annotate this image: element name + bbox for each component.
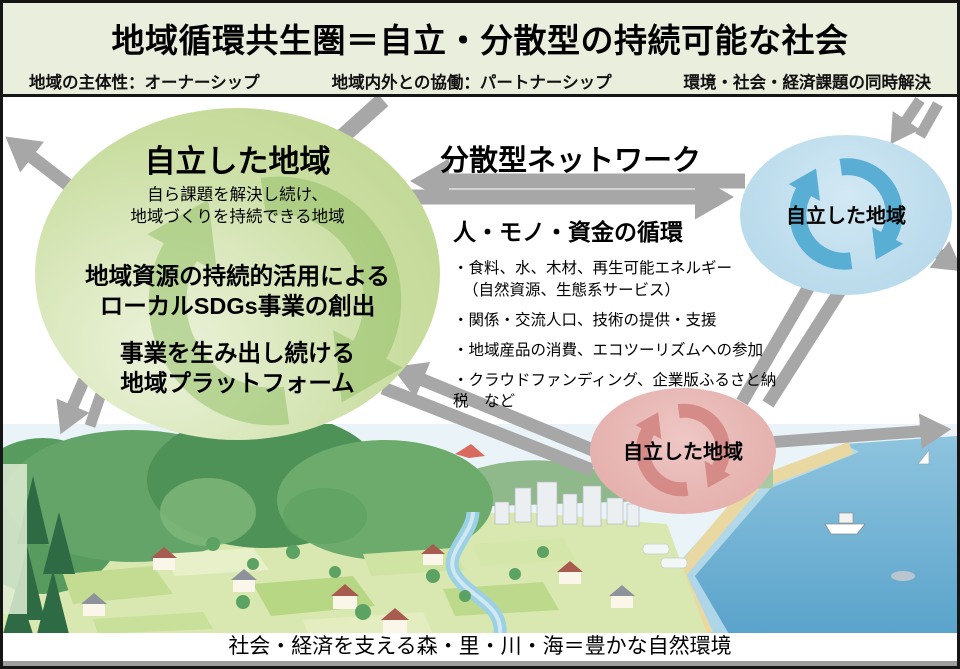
blue-region-label: 自立した地域 [786,205,906,228]
network-arrows [5,94,957,477]
flow-item-resources-cont: （自然資源、生態系サービス） [463,281,681,299]
footer-caption: 社会・経済を支える森・里・川・海＝豊かな自然環境 [228,635,732,658]
green-region-point-sdgs: 地域資源の持続的活用による ローカルSDGs事業の創出 [85,262,390,320]
network-title: 分散型ネットワーク [440,145,702,177]
pink-region-label: 自立した地域 [623,441,743,464]
bottom-gray-bar [3,661,957,666]
flow-title: 人・モノ・資金の循環 [453,219,683,245]
flow-item-resources: ・食料、水、木材、再生可能エネルギー [453,260,733,277]
principle-ownership: 地域の主体性：オーナーシップ [29,74,260,92]
flow-item-consumption: ・地域産品の消費、エコツーリズムへの参加 [453,341,764,359]
cycle-arrows-icon [788,158,904,270]
header-panel: 地域循環共生圏＝自立・分散型の持続可能な社会 地域の主体性：オーナーシップ 地域… [3,3,957,97]
cycle-arrows-icon [147,176,403,426]
principle-simultaneous-solution: 環境・社会・経済課題の同時解決 [683,74,932,92]
green-region-point-platform: 事業を生み出し続ける 地域プラットフォーム [120,339,355,397]
flow-item-funding: ・クラウドファンディング、企業版ふるさと納税 など [453,371,777,410]
principles-row: 地域の主体性：オーナーシップ 地域内外との協働：パートナーシップ 環境・社会・経… [3,62,957,93]
principle-partnership: 地域内外との協働：パートナーシップ [331,74,612,92]
green-region-title: 自立した地域 [144,144,331,179]
pink-region-circle: 自立した地域 [590,388,776,514]
green-region-subtitle: 自ら課題を解決し続け、 地域づくりを持続できる地域 [130,186,345,227]
blue-region-circle: 自立した地域 [740,135,952,295]
footer-caption-band: 社会・経済を支える森・里・川・海＝豊かな自然環境 [3,633,957,661]
page-title: 地域循環共生圏＝自立・分散型の持続可能な社会 [111,22,849,59]
cycle-arrows-icon [635,403,731,497]
flow-item-population: ・関係・交流人口、技術の提供・支援 [453,311,717,329]
flow-block: 人・モノ・資金の循環 ・食料、水、木材、再生可能エネルギー （自然資源、生態系サ… [453,213,783,413]
green-region-circle: 自立した地域 自ら課題を解決し続け、 地域づくりを持続できる地域 地域資源の持続… [35,108,440,440]
nature-landscape-illustration [3,424,957,634]
